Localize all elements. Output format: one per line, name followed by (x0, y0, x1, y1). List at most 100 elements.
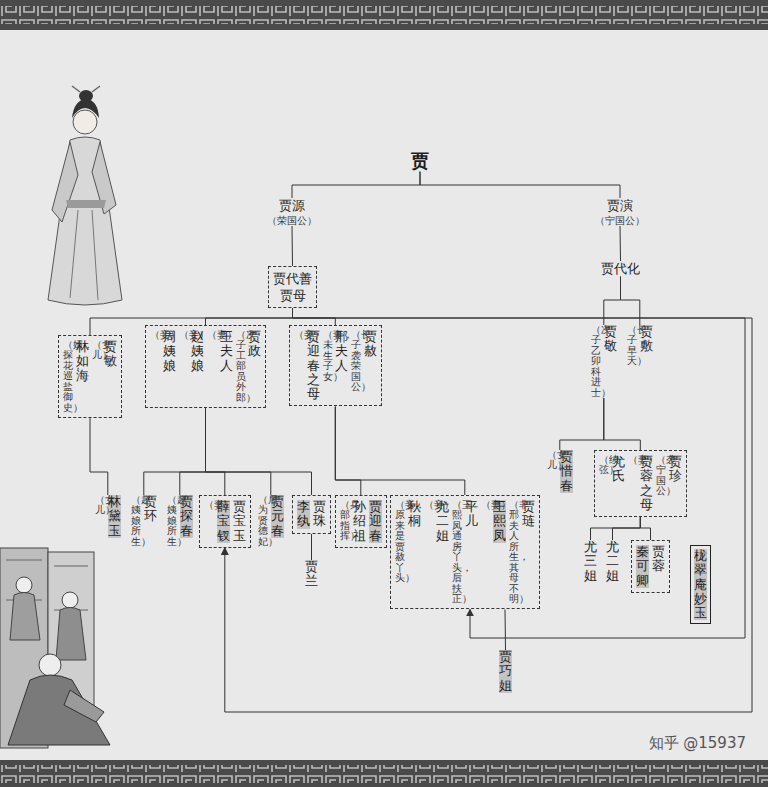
family-box: 贾迎春孙绍祖（兵部指挥） (335, 495, 387, 548)
person-name: 贾巧姐 (499, 650, 512, 693)
robe (48, 137, 122, 305)
person-note: （妻） (628, 455, 638, 465)
family-line (591, 517, 641, 540)
person-note: （后为贤德妃） (258, 495, 268, 547)
person-name: 林如海 (76, 340, 89, 383)
person-name: 贾源 (279, 198, 305, 214)
person-name: 尤三姐 (584, 540, 597, 583)
family-line (206, 408, 312, 495)
family-line (206, 408, 225, 495)
person-name: 贾迎春 (369, 500, 382, 543)
family-box: 贾敏（女儿）林如海（婿，探花，巡盐御史） (58, 335, 122, 418)
family-box: 贾赦（长子，袭荣国公）邢夫人（妻，未生子女）贾迎春之母（妾） (289, 325, 382, 406)
top-band (0, 0, 768, 30)
lady-figure (48, 86, 122, 305)
family-line (505, 609, 507, 650)
person-note: （女儿） (95, 495, 105, 516)
person-note: （妻） (207, 330, 217, 340)
figure-body (56, 608, 86, 661)
family-box: 贾珍（袭宁国公）贾蓉之母（妻）尤氏（续弦） (594, 450, 687, 517)
person-name: 贾敏 (104, 340, 117, 369)
person-note: （续弦） (599, 455, 609, 476)
top-band-pattern (0, 6, 768, 24)
figure-head (62, 592, 78, 608)
person-name: 贾迎春之母 (307, 330, 320, 401)
person-name: 贾政 (248, 330, 261, 359)
person-name: 贾环 (144, 495, 157, 524)
person-note: （婿，探花，巡盐御史） (63, 340, 73, 413)
person-name: 尤二姐 (436, 500, 449, 543)
person-label: 尤三姐 (584, 540, 597, 583)
family-line (292, 226, 294, 266)
person-label: 贾惜春（女儿） (547, 450, 573, 493)
family-box: 贾代善贾母 (268, 266, 317, 308)
person-name: 贾兰 (305, 560, 318, 589)
sleeve (52, 142, 78, 222)
elder-sleeve (64, 690, 104, 722)
person-note: （妾） (150, 330, 160, 340)
family-line (311, 534, 312, 560)
person-name: 薛宝钗 (217, 500, 230, 543)
person-note: （赵姨娘所生） (167, 495, 177, 547)
person-label: 林黛玉（女儿） (95, 495, 121, 538)
person-note: （妻） (481, 500, 491, 510)
person-note: （宁国公） (595, 215, 645, 226)
family-line (640, 517, 650, 540)
family-line (620, 226, 622, 261)
person-name: 贾惜春 (560, 450, 573, 493)
person-name: 尤氏 (612, 455, 625, 484)
person-name: 王夫人 (220, 330, 233, 373)
person-name: 贾珍 (669, 455, 682, 484)
family-line (420, 172, 620, 198)
person-name: 贾母 (280, 288, 306, 304)
person-label: 贾元春（后为贤德妃） (258, 495, 284, 547)
head (73, 110, 97, 134)
person-note: （妾，原来是贾赦丫头） (395, 500, 405, 584)
person-label: 贾 (411, 150, 429, 172)
person-name: 贾代化 (601, 261, 640, 277)
person-label: 贾代化 (601, 261, 640, 277)
family-line (560, 398, 604, 450)
person-name: 贾敷 (640, 325, 653, 354)
person-name: 贾珠 (313, 500, 326, 529)
person-name: 秦可卿 (636, 545, 649, 588)
person-note: （女儿） (547, 450, 557, 471)
person-name: 尤二姐 (606, 540, 619, 583)
family-line (180, 408, 206, 495)
figure-head (16, 577, 32, 593)
person-name: 贾演 (607, 198, 633, 214)
family-line (613, 517, 641, 540)
family-line (206, 408, 271, 495)
hairpin (72, 86, 100, 92)
person-label: 贾环（赵姨娘所生） (131, 495, 157, 547)
person-name: 贾琏 (522, 500, 535, 529)
person-label: 贾演（宁国公） (595, 198, 645, 226)
person-name: 贾蓉 (652, 545, 665, 574)
person-note: （妾） (424, 500, 434, 510)
person-note: （妻） (204, 500, 214, 510)
person-note: （兵部指挥） (340, 500, 350, 542)
person-name: 贾敬 (604, 325, 617, 354)
person-name: 秋桐 (408, 500, 421, 529)
family-box: 贾蓉秦可卿 (631, 540, 670, 593)
person-label: 贾敬（次子，乙卯科进士） (591, 325, 617, 398)
person-name: 贾 (411, 150, 429, 172)
family-line (90, 418, 108, 495)
person-note: （妾） (294, 330, 304, 340)
person-note: （妾） (179, 330, 189, 340)
hair-bun (79, 90, 93, 102)
person-label: 贾敷（长子，早夭） (627, 325, 653, 367)
family-box: 贾宝玉薛宝钗（妻） (199, 495, 251, 548)
person-note: （荣国公） (267, 215, 317, 226)
person-name: 贾赦 (364, 330, 377, 359)
person-note: （长子，袭荣国公） (351, 330, 361, 393)
person-note: （妻，未生子女） (323, 330, 333, 382)
family-line (335, 407, 361, 496)
person-label: 贾巧姐 (499, 650, 512, 693)
bottom-band (0, 760, 768, 787)
person-name: 林黛玉 (108, 495, 121, 538)
family-line (604, 398, 641, 450)
family-line (206, 308, 293, 325)
family-line (292, 172, 420, 198)
skirt-fold (70, 210, 98, 300)
